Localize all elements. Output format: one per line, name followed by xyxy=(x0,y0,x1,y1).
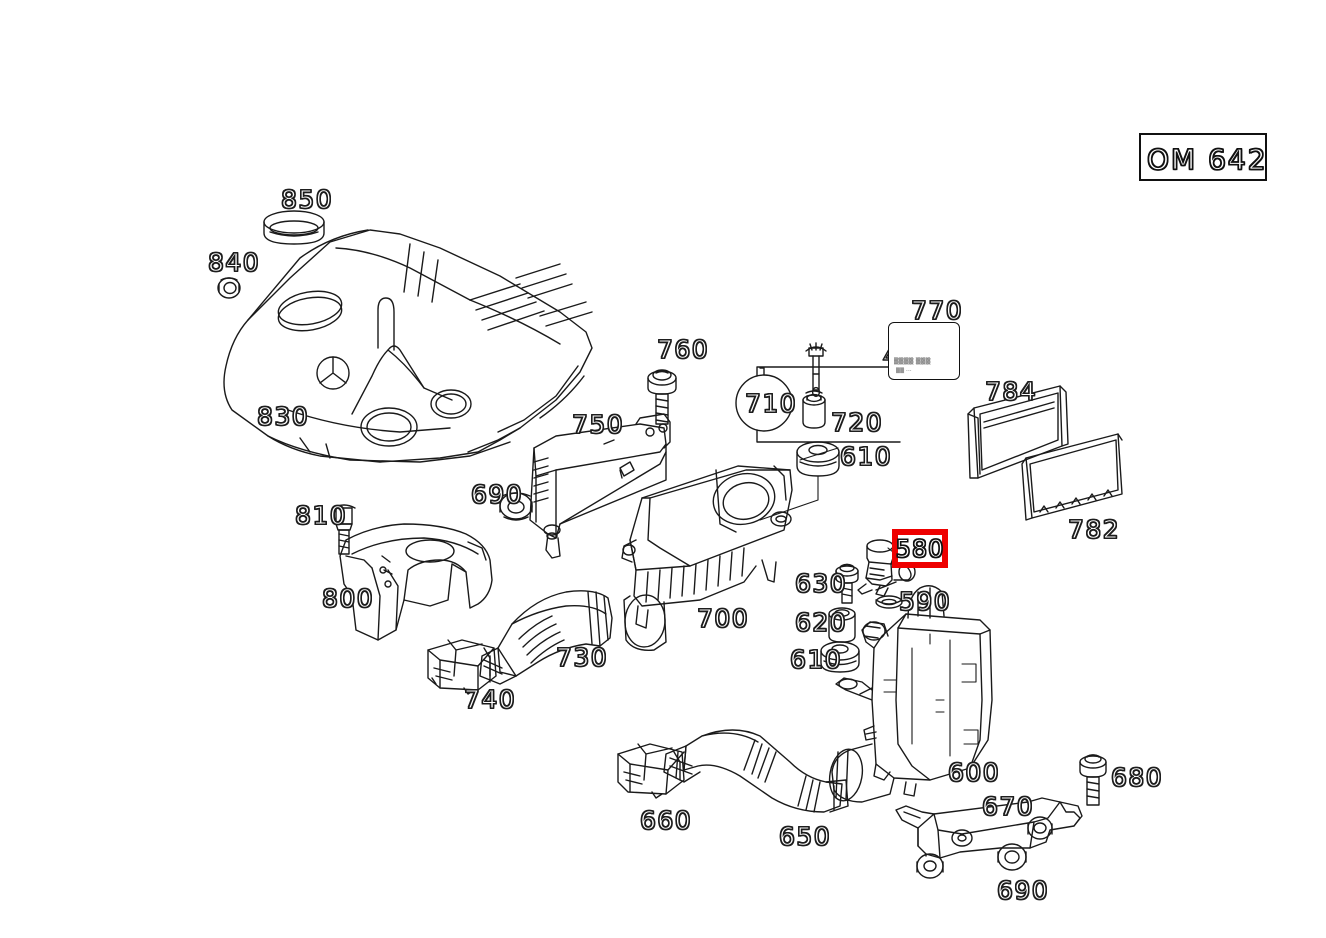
part-830-engine-cover xyxy=(223,229,593,463)
part-number-label[interactable]: 850 xyxy=(280,185,334,214)
part-690-grommet-bottom xyxy=(997,843,1027,871)
part-number-label[interactable]: 740 xyxy=(463,685,517,714)
part-800-heat-shield xyxy=(339,523,493,641)
part-number-text: 720 xyxy=(830,408,884,437)
part-610-grommet-upper xyxy=(759,441,840,521)
part-number-text: 680 xyxy=(1110,763,1164,792)
warning-micro-line-2: ▒▒ ··· xyxy=(896,368,912,374)
part-number-label[interactable]: 782 xyxy=(1067,515,1121,544)
part-number-text: 740 xyxy=(463,685,517,714)
part-number-text: 782 xyxy=(1067,515,1121,544)
part-700-air-duct-resonator xyxy=(621,465,793,651)
part-number-label[interactable]: 760 xyxy=(656,335,710,364)
part-number-text: 630 xyxy=(794,569,848,598)
part-number-text: 660 xyxy=(639,806,693,835)
part-number-label[interactable]: 730 xyxy=(555,643,609,672)
warning-label-770 xyxy=(888,322,960,380)
part-number-text: 710 xyxy=(744,389,798,418)
part-number-text: 760 xyxy=(656,335,710,364)
part-number-text: 610 xyxy=(839,442,893,471)
part-740-duct-end xyxy=(427,639,497,695)
part-number-text: 590 xyxy=(898,587,952,616)
part-680-bolt xyxy=(1079,754,1107,806)
part-630-bolt xyxy=(835,563,859,604)
part-number-text: 620 xyxy=(794,608,848,637)
part-number-label[interactable]: 810 xyxy=(294,501,348,530)
part-850-oil-filler-cap xyxy=(263,210,325,245)
part-710-pin-screw xyxy=(805,342,827,398)
model-code-label: OM 642 xyxy=(1146,142,1268,176)
part-760-bolt xyxy=(647,369,677,425)
part-number-label[interactable]: 600 xyxy=(947,758,1001,787)
part-number-text: 610 xyxy=(789,645,843,674)
part-660-duct-end xyxy=(617,743,685,799)
part-number-label[interactable]: 700 xyxy=(696,604,750,633)
part-number-text: 700 xyxy=(696,604,750,633)
part-number-label[interactable]: 750 xyxy=(571,410,625,439)
part-number-text: 690 xyxy=(470,480,524,509)
part-number-text: 690 xyxy=(996,876,1050,905)
part-784-panel xyxy=(967,385,1069,479)
part-number-label[interactable]: 770 xyxy=(910,296,964,325)
part-730-flexible-duct xyxy=(479,590,613,685)
part-number-label[interactable]: 660 xyxy=(639,806,693,835)
callout-710-group xyxy=(735,366,901,443)
part-number-label[interactable]: 590 xyxy=(898,587,952,616)
part-590-o-ring xyxy=(875,595,903,609)
part-number-label[interactable]: 720 xyxy=(830,408,884,437)
title-box xyxy=(1139,133,1267,181)
part-number-label[interactable]: 610 xyxy=(839,442,893,471)
part-number-text: 650 xyxy=(778,822,832,851)
part-782-panel xyxy=(1021,433,1123,521)
part-number-text: 730 xyxy=(555,643,609,672)
part-number-label[interactable]: 690 xyxy=(470,480,524,509)
part-number-label[interactable]: 800 xyxy=(321,584,375,613)
part-number-label[interactable]: 620 xyxy=(794,608,848,637)
part-650-intake-hose xyxy=(663,729,849,813)
part-750-duct-bracket xyxy=(529,413,671,559)
highlighted-part-number-580[interactable]: 580 xyxy=(892,529,948,568)
part-number-label[interactable]: 650 xyxy=(778,822,832,851)
part-number-label[interactable]: 630 xyxy=(794,569,848,598)
part-number-text: 830 xyxy=(256,402,310,431)
part-610-grommet-lower xyxy=(820,641,860,673)
part-number-text: 800 xyxy=(321,584,375,613)
part-670-mounting-bracket xyxy=(895,797,1083,879)
part-number-label[interactable]: 670 xyxy=(981,792,1035,821)
part-number-label[interactable]: 710 xyxy=(744,389,798,418)
part-number-label[interactable]: 830 xyxy=(256,402,310,431)
part-number-text: 600 xyxy=(947,758,1001,787)
part-number-label[interactable]: 840 xyxy=(207,248,261,277)
part-number-text: 670 xyxy=(981,792,1035,821)
part-number-label[interactable]: 680 xyxy=(1110,763,1164,792)
part-number-text: 810 xyxy=(294,501,348,530)
part-number-label[interactable]: 610 xyxy=(789,645,843,674)
part-810-bolt xyxy=(332,504,356,555)
part-number-label[interactable]: 784 xyxy=(984,377,1038,406)
part-number-text: 784 xyxy=(984,377,1038,406)
part-720-sleeve xyxy=(802,390,826,429)
part-number-text: 750 xyxy=(571,410,625,439)
part-840-bushing xyxy=(217,277,241,299)
highlighted-part-number-text: 580 xyxy=(895,534,945,563)
part-number-text: 840 xyxy=(207,248,261,277)
part-690-grommet-left xyxy=(499,492,533,521)
warning-micro-line-1: ▒▒▒▒ ▒▒▒ xyxy=(894,358,931,365)
part-number-text: 850 xyxy=(280,185,334,214)
part-number-label[interactable]: 690 xyxy=(996,876,1050,905)
part-number-text: 770 xyxy=(910,296,964,325)
